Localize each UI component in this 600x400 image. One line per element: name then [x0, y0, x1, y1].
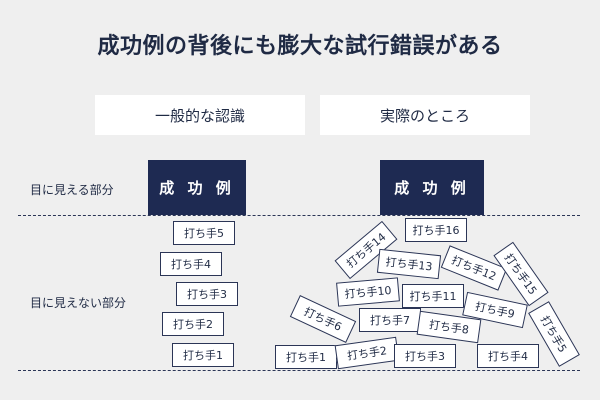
page-title: 成功例の背後にも膨大な試行錯誤がある — [97, 34, 503, 59]
right-attempt: 打ち手16 — [405, 218, 467, 242]
right-attempt: 打ち手3 — [394, 344, 456, 368]
success-case-left: 成 功 例 — [148, 160, 246, 215]
left-attempt: 打ち手2 — [162, 312, 224, 336]
right-attempt: 打ち手10 — [336, 277, 400, 307]
right-attempt: 打ち手7 — [359, 308, 421, 332]
visibility-divider-line — [18, 215, 580, 216]
right-attempt: 打ち手4 — [477, 344, 539, 368]
success-case-right: 成 功 例 — [380, 160, 484, 215]
label-hidden-part: 目に見えない部分 — [30, 296, 127, 310]
header-actual-situation: 実際のところ — [320, 95, 530, 135]
left-attempt: 打ち手1 — [172, 343, 234, 367]
left-attempt: 打ち手5 — [173, 221, 235, 245]
ground-line — [18, 370, 580, 371]
left-attempt: 打ち手4 — [160, 252, 222, 276]
label-visible-part: 目に見える部分 — [30, 183, 114, 197]
header-common-perception: 一般的な認識 — [95, 95, 305, 135]
right-attempt: 打ち手11 — [402, 284, 464, 308]
right-attempt: 打ち手1 — [275, 345, 337, 369]
left-attempt: 打ち手3 — [176, 282, 238, 306]
right-attempt: 打ち手13 — [376, 248, 442, 280]
